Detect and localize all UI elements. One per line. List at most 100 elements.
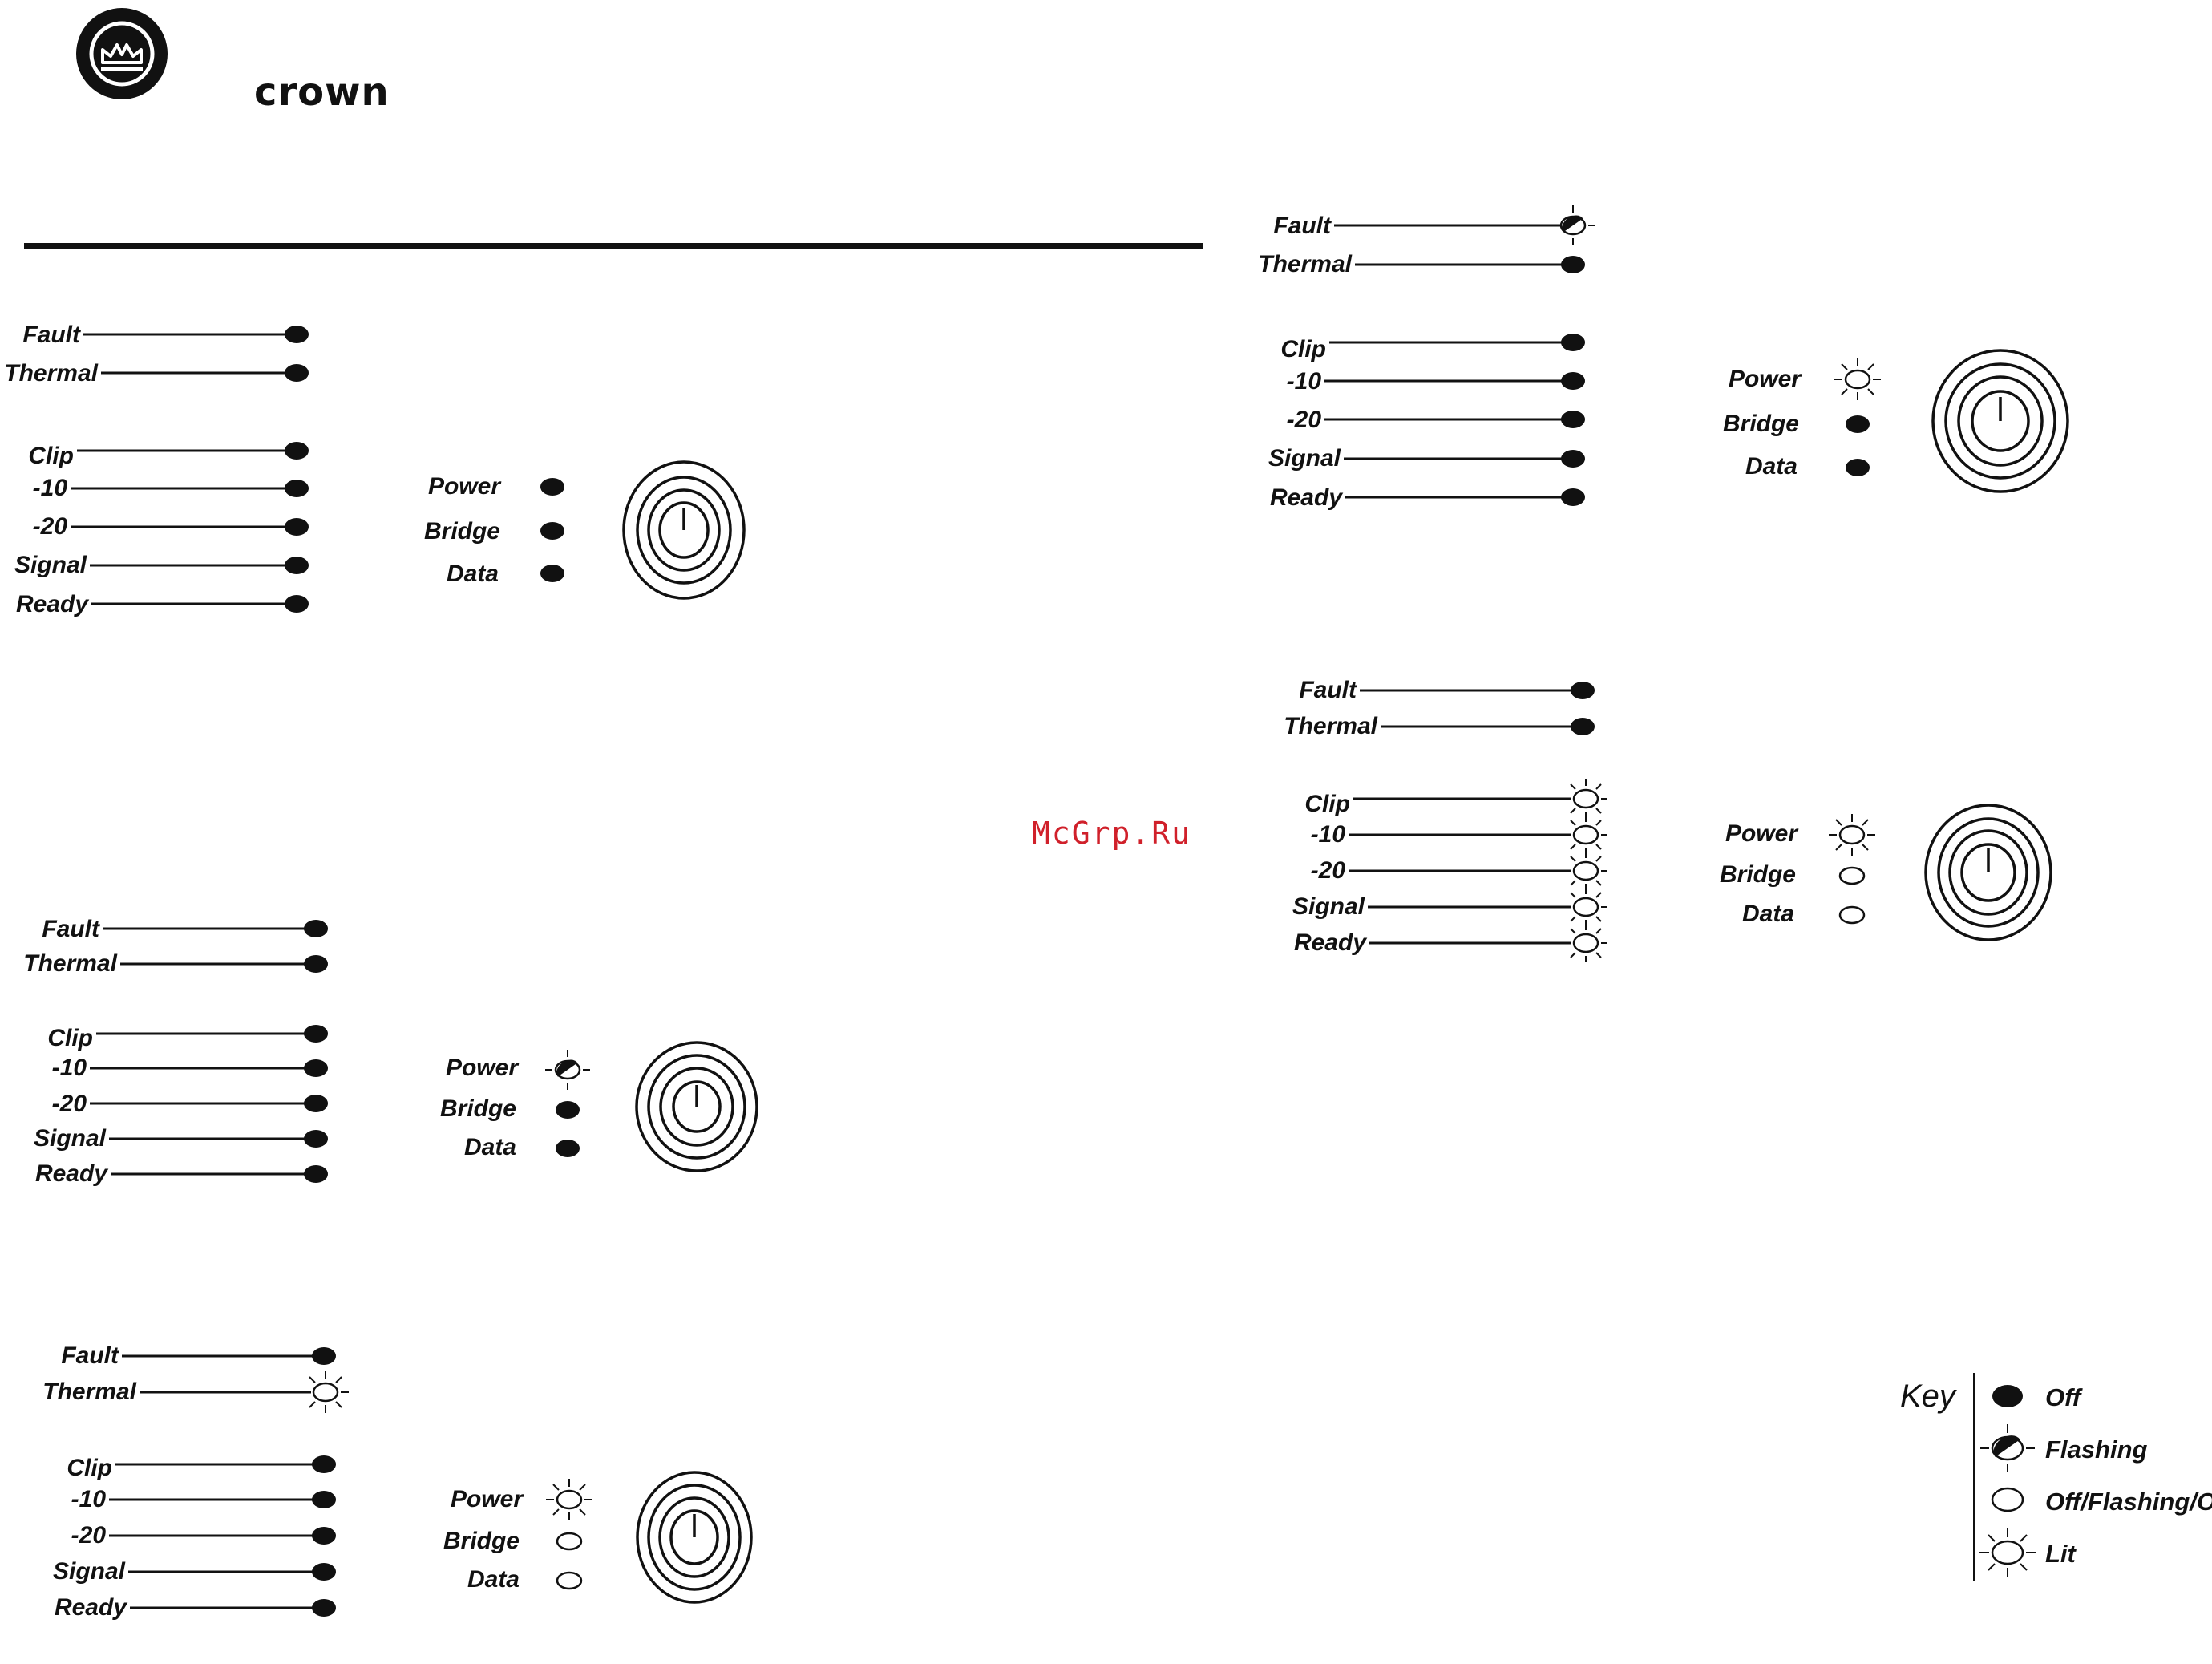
channel-led-row: Thermal: [23, 950, 328, 977]
led-label: Ready: [1294, 929, 1367, 956]
led-off-icon: [285, 595, 309, 613]
channel-led-row: Clip: [1304, 779, 1607, 818]
led-off-icon: [312, 1527, 336, 1545]
panel-5: Fault Thermal Clip -10: [42, 1342, 753, 1621]
led-off-icon: [304, 955, 328, 973]
channel-led-row: Fault: [1299, 677, 1595, 703]
channel-led-row: Ready: [16, 591, 309, 617]
led-label: -20: [1311, 857, 1346, 884]
led-lit-icon: [1570, 852, 1607, 890]
channel-led-row: Ready: [55, 1594, 336, 1621]
led-off-icon: [1561, 334, 1585, 351]
led-off-icon: [304, 920, 328, 937]
led-any-icon: [1991, 1487, 2024, 1512]
led-label: Power: [451, 1486, 524, 1512]
led-off-icon: [540, 522, 564, 540]
brand-wordmark: crown: [254, 70, 390, 115]
channel-led-row: Signal: [34, 1125, 328, 1152]
channel-led-row: Ready: [35, 1160, 328, 1187]
led-label: Clip: [67, 1455, 112, 1481]
led-label: -20: [33, 513, 68, 540]
led-label: Thermal: [4, 360, 98, 387]
led-off-icon: [285, 557, 309, 574]
led-label: Data: [1742, 901, 1794, 927]
led-off-icon: [304, 1130, 328, 1148]
channel-led-row: -10: [1311, 816, 1607, 854]
key-item-lit: Lit: [1979, 1528, 2077, 1577]
led-label: Bridge: [424, 518, 500, 545]
status-led-row: Power: [446, 1050, 590, 1090]
key-item-label: Off: [2045, 1383, 2083, 1411]
led-label: Bridge: [1723, 411, 1799, 437]
led-lit-icon: [1570, 924, 1607, 962]
level-knob-icon: [1924, 804, 2052, 941]
status-led-row: Bridge: [443, 1528, 583, 1554]
channel-led-row: -20: [1287, 407, 1585, 433]
led-off-icon: [540, 478, 564, 496]
led-label: Power: [1729, 366, 1802, 392]
led-label: Fault: [1273, 213, 1332, 239]
led-label: Signal: [53, 1558, 126, 1585]
level-knob-icon: [635, 1041, 758, 1172]
led-off-icon: [1571, 682, 1595, 699]
led-lit-icon: [1570, 779, 1607, 818]
led-label: -10: [52, 1055, 87, 1081]
led-off-icon: [312, 1347, 336, 1365]
led-off-icon: [304, 1059, 328, 1077]
led-label: Clip: [28, 443, 74, 469]
channel-led-row: -20: [52, 1091, 328, 1117]
led-off-icon: [1561, 256, 1585, 273]
led-off-icon: [1571, 718, 1595, 735]
panel-1: Fault Thermal Clip -10 -20 Signal: [4, 322, 746, 617]
led-label: Fault: [1299, 677, 1358, 703]
led-label: Data: [1745, 453, 1798, 480]
status-led-row: Bridge: [1720, 861, 1866, 888]
channel-led-row: Signal: [1268, 445, 1585, 472]
led-label: Power: [428, 473, 502, 500]
channel-led-row: Signal: [14, 552, 309, 578]
status-led-row: Power: [451, 1479, 592, 1520]
led-off-icon: [312, 1455, 336, 1473]
channel-led-row: Thermal: [1258, 251, 1585, 277]
led-label: Signal: [34, 1125, 107, 1152]
led-label: -20: [1287, 407, 1322, 433]
led-label: Signal: [1268, 445, 1341, 472]
led-label: Thermal: [1284, 713, 1377, 739]
led-label: Data: [447, 561, 499, 587]
led-label: Signal: [14, 552, 87, 578]
channel-led-row: Fault: [42, 916, 328, 942]
led-off-icon: [1846, 415, 1870, 433]
led-label: Bridge: [443, 1528, 520, 1554]
led-lit-icon: [1829, 814, 1875, 856]
led-label: Fault: [61, 1342, 120, 1369]
channel-led-row: Ready: [1270, 484, 1585, 511]
led-off-icon: [312, 1599, 336, 1617]
status-led-row: Data: [1745, 453, 1870, 480]
panel-4: Fault Thermal Clip -10: [1284, 677, 2052, 962]
led-label: Ready: [35, 1160, 108, 1187]
status-led-row: Power: [428, 473, 564, 500]
led-label: Bridge: [1720, 861, 1796, 888]
led-label: -10: [33, 475, 68, 501]
led-off-icon: [540, 565, 564, 582]
led-off-icon: [285, 442, 309, 460]
led-label: Bridge: [440, 1095, 516, 1122]
led-off-icon: [285, 364, 309, 382]
key-title: Key: [1900, 1379, 1958, 1414]
led-label: Thermal: [1258, 251, 1352, 277]
led-off-icon: [304, 1095, 328, 1112]
led-any-icon: [1838, 905, 1866, 925]
status-led-row: Data: [1742, 901, 1866, 927]
channel-led-row: Thermal: [4, 360, 309, 387]
led-label: Clip: [1304, 791, 1350, 817]
led-off-icon: [285, 326, 309, 343]
key-item-label: Off/Flashing/On: [2045, 1488, 2212, 1516]
led-label: Data: [464, 1134, 516, 1160]
led-lit-icon: [546, 1479, 592, 1520]
led-off-icon: [556, 1101, 580, 1119]
channel-led-row: Clip: [67, 1455, 336, 1481]
channel-led-row: -10: [71, 1486, 336, 1512]
led-label: Power: [446, 1055, 520, 1081]
status-led-row: Data: [464, 1134, 580, 1160]
